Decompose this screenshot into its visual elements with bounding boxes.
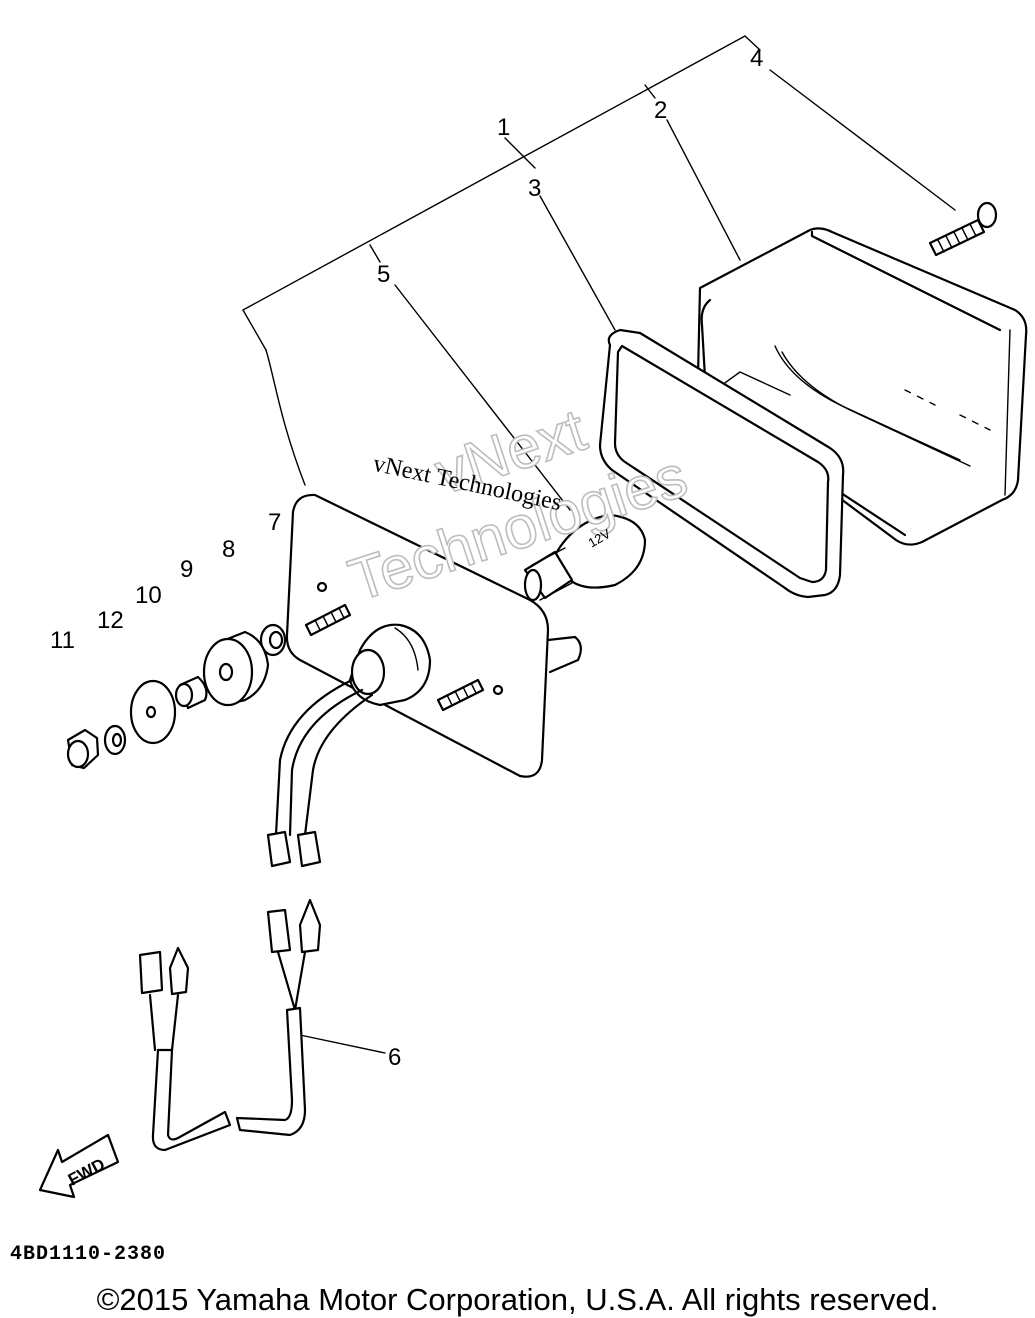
callout-numbers: 1 2 3 4 5 6 7 8 9 10 11 12 (50, 45, 763, 1071)
callout-8: 8 (222, 536, 235, 563)
callout-4: 4 (750, 45, 763, 72)
nut (66, 728, 100, 770)
washer (259, 623, 287, 657)
grommet (202, 630, 270, 707)
base-plate (285, 493, 582, 778)
gasket (598, 328, 845, 599)
lock-washer (103, 724, 127, 756)
callout-12: 12 (97, 607, 124, 634)
callout-3: 3 (528, 175, 541, 202)
fwd-arrow-icon: FWD (38, 1133, 120, 1199)
plate-washer (129, 679, 177, 745)
callout-9: 9 (180, 556, 193, 583)
lens-housing (696, 227, 1028, 546)
copyright-notice: ©2015 Yamaha Motor Corporation, U.S.A. A… (96, 1282, 939, 1317)
callout-2: 2 (654, 97, 667, 124)
callout-10: 10 (135, 582, 162, 609)
lead-wire (138, 898, 322, 1152)
callout-6: 6 (388, 1044, 401, 1071)
bulb (523, 513, 647, 602)
diagram-part-code: 4BD1110-2380 (10, 1243, 167, 1266)
leader-lines (299, 69, 956, 1054)
callout-7: 7 (268, 509, 281, 536)
callout-1: 1 (497, 114, 510, 141)
callout-5: 5 (377, 261, 390, 288)
socket-wire (266, 678, 374, 868)
group-bracket-lines (242, 35, 761, 486)
screw (928, 201, 998, 257)
callout-11: 11 (50, 627, 75, 654)
collar (174, 675, 208, 710)
